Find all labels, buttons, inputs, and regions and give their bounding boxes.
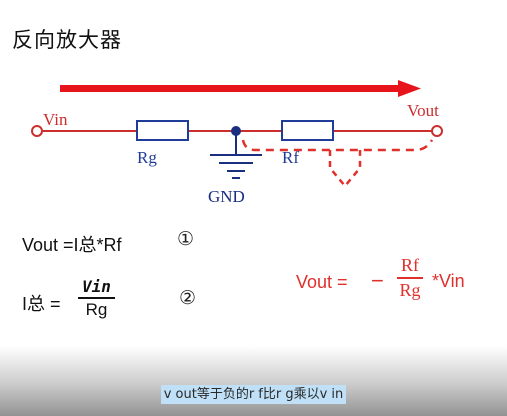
equation-3-fraction: Rf Rg	[397, 255, 423, 301]
circuit-diagram: Vin Vout Rg Rf GND	[31, 80, 443, 206]
equation-2-denominator: Rg	[85, 300, 108, 319]
current-direction-arrow	[60, 80, 421, 97]
equation-2-lhs: I总 =	[22, 294, 61, 314]
rg-resistor	[136, 120, 189, 141]
dashed-loop	[241, 139, 434, 152]
ground-symbol	[210, 131, 262, 179]
vout-label: Vout	[407, 101, 439, 120]
subtitle-caption: v out等于负的r f比r g乘以v in	[0, 383, 507, 404]
equation-3-numerator: Rf	[397, 255, 423, 279]
slide-title: 反向放大器	[12, 28, 122, 52]
vin-terminal	[31, 125, 43, 137]
gnd-label: GND	[208, 187, 245, 206]
equation-2-fraction: Vin Rg	[78, 277, 115, 320]
vout-terminal	[431, 125, 443, 137]
equation-1-marker: ①	[177, 228, 195, 250]
subtitle-text: v out等于负的r f比r g乘以v in	[160, 385, 347, 404]
dashed-drop	[328, 150, 362, 188]
equation-1: Vout =I总*Rf	[22, 231, 122, 257]
equation-1-text: Vout =I总*Rf	[22, 235, 122, 255]
rf-resistor	[281, 120, 334, 141]
equation-3-lhs: Vout =	[296, 272, 348, 292]
video-bottom-shade	[0, 346, 507, 416]
equation-2-numerator: Vin	[78, 277, 115, 299]
equation-2-marker: ②	[179, 287, 197, 309]
equation-3-rhs: *Vin	[432, 271, 465, 291]
rf-label: Rf	[282, 148, 299, 167]
vin-label: Vin	[43, 110, 68, 129]
equation-3-denominator: Rg	[399, 280, 421, 300]
junction-node	[231, 126, 241, 136]
rg-label: Rg	[137, 148, 157, 167]
equation-3-minus: −	[371, 268, 384, 293]
